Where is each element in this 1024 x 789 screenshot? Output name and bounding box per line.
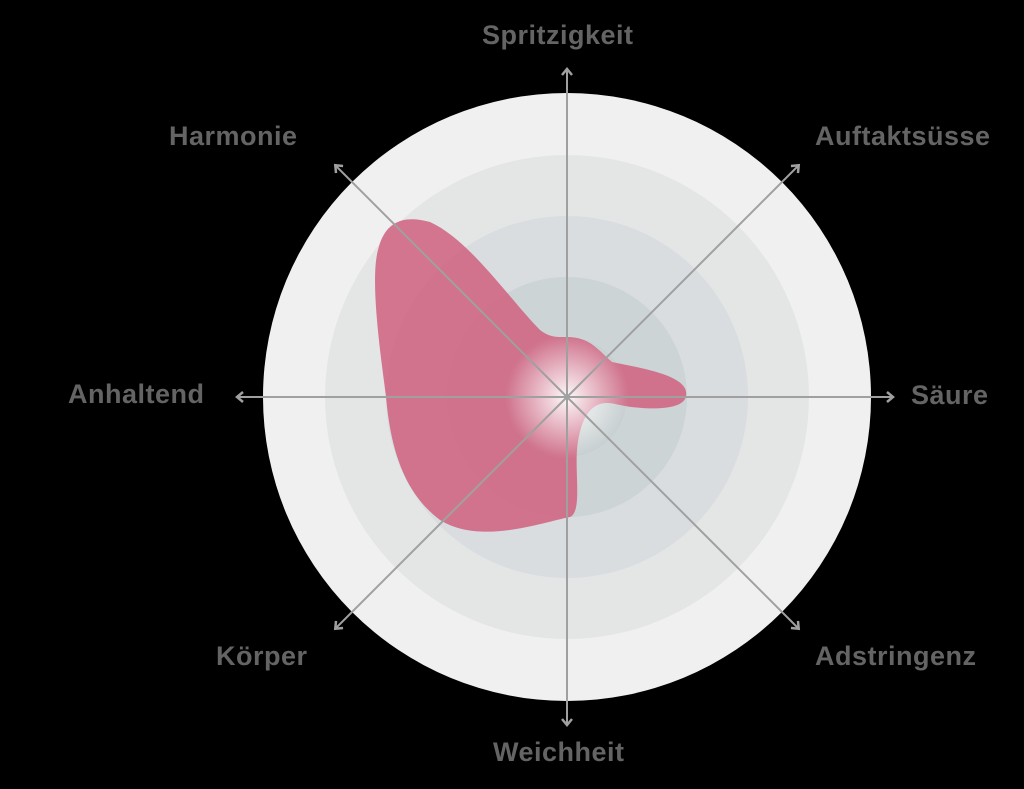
axis-harmonie: [333, 163, 568, 398]
label-harmonie: Harmonie: [169, 121, 298, 151]
axis-adstringenz: [566, 396, 801, 631]
axis-koerper: [333, 396, 568, 631]
label-weichheit: Weichheit: [493, 737, 625, 767]
label-adstringenz: Adstringenz: [815, 641, 977, 671]
label-saeure: Säure: [911, 380, 989, 410]
axes: [235, 67, 895, 727]
label-koerper: Körper: [216, 641, 308, 671]
label-auftaktsuesse: Auftaktsüsse: [815, 121, 991, 151]
label-spritzigkeit: Spritzigkeit: [482, 20, 634, 50]
label-anhaltend: Anhaltend: [68, 379, 205, 409]
axis-auftaktsuesse: [566, 163, 801, 398]
